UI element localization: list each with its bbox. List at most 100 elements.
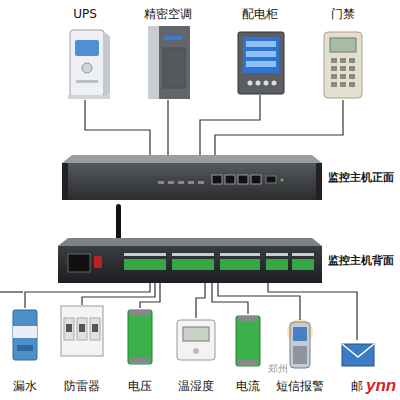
host-back-unit-part — [220, 259, 260, 270]
host-front-unit-part — [168, 181, 174, 184]
unit-label: 监控主机背面 — [328, 253, 394, 269]
sensor-box: 电压 — [123, 308, 157, 394]
host-front-unit-part — [212, 175, 222, 184]
host-back-unit-part — [172, 259, 214, 270]
power-meter-icon-part — [246, 61, 276, 67]
access-keypad-icon-part — [331, 82, 337, 87]
host-back-unit-part — [124, 259, 166, 270]
surge-protector-icon-part — [61, 306, 103, 356]
voltage-module-icon-part — [130, 310, 150, 316]
ups-icon-part — [82, 63, 92, 73]
host-front-unit-part — [281, 179, 284, 182]
host-back-unit-part — [220, 253, 260, 256]
device-label: UPS — [60, 6, 110, 22]
surge-protector-icon-part — [79, 324, 85, 332]
host-back-unit-part — [124, 253, 166, 256]
access-keypad-icon-part — [349, 74, 355, 79]
email-icon-part — [342, 344, 374, 357]
air-conditioner-icon-part — [148, 26, 190, 99]
phone-icon-part — [293, 327, 307, 341]
access-keypad-icon-part — [331, 74, 337, 79]
access-keypad-icon-part — [349, 58, 355, 63]
host-front-unit-part — [62, 163, 322, 200]
watermark: 郑州 — [268, 362, 288, 375]
host-back-unit-part — [58, 246, 322, 283]
email-icon — [342, 344, 374, 366]
device-label: 门禁 — [318, 6, 368, 22]
device-label: 防雷器 — [58, 378, 106, 394]
power-meter-icon-part — [248, 81, 253, 86]
voltage-module-icon — [128, 310, 152, 364]
ups-icon — [68, 30, 110, 99]
host-back-unit-part — [58, 238, 322, 246]
power-meter-icon-part — [256, 81, 261, 86]
host-back-unit — [58, 204, 322, 283]
connector-wire — [140, 283, 160, 308]
host-front-unit-part — [198, 181, 204, 184]
power-meter-icon-part — [238, 32, 284, 94]
humidity-sensor-icon-part — [183, 327, 209, 341]
leak-sensor-icon — [13, 310, 37, 360]
sensor-box: 电流 — [232, 314, 264, 394]
power-meter-icon-part — [243, 37, 279, 73]
access-keypad-icon-part — [330, 38, 356, 52]
power-meter-icon-part — [264, 81, 269, 86]
current-module-icon-part — [238, 316, 258, 322]
access-keypad-icon-part — [340, 74, 346, 79]
current-module-icon-part — [238, 360, 258, 366]
device-box: UPS — [60, 6, 110, 100]
air-conditioner-icon-part — [148, 26, 159, 99]
device-label: 温湿度 — [174, 378, 218, 394]
host-back-unit-part — [292, 259, 314, 270]
host-front-unit — [62, 155, 322, 200]
air-conditioner-icon-part — [163, 48, 185, 88]
power-meter-icon-part — [246, 41, 276, 47]
host-back-unit-part — [68, 254, 90, 272]
host-front-unit-part — [225, 175, 235, 184]
host-front-unit-part — [251, 175, 261, 184]
device-label: 短信报警 — [273, 378, 327, 394]
ups-icon-part — [76, 80, 98, 83]
access-keypad-icon-part — [340, 66, 346, 71]
connector-wire — [25, 283, 150, 308]
voltage-module-icon-part — [130, 358, 150, 364]
connector-wire — [218, 283, 300, 320]
device-box: 精密空调 — [141, 6, 195, 100]
surge-protector-icon-part — [90, 318, 100, 340]
device-box: 配电柜 — [233, 6, 287, 95]
access-keypad-icon-part — [331, 66, 337, 71]
access-keypad-icon-part — [349, 82, 355, 87]
leak-sensor-icon-part — [13, 326, 37, 338]
phone-icon-part — [290, 322, 310, 368]
access-keypad-icon — [324, 32, 362, 98]
leak-sensor-icon-part — [17, 345, 33, 351]
host-front-unit-part — [266, 176, 276, 183]
surge-protector-icon-part — [64, 318, 74, 340]
air-conditioner-icon — [148, 26, 190, 99]
connector-wire — [268, 283, 357, 340]
connector-wire — [85, 100, 150, 155]
host-front-unit-part — [316, 163, 322, 200]
phone-icon-part — [293, 346, 307, 364]
humidity-sensor-icon — [177, 320, 215, 360]
access-keypad-icon-part — [331, 58, 337, 63]
phone-icon — [287, 319, 313, 368]
host-front-unit-part — [158, 181, 164, 184]
watermark: ynn — [366, 376, 396, 396]
host-front-unit-part — [178, 181, 184, 184]
power-meter-icon-part — [246, 51, 276, 57]
connector-wire — [200, 95, 260, 155]
access-keypad-icon-part — [340, 58, 346, 63]
voltage-module-icon-part — [128, 310, 152, 364]
power-meter-icon-part — [272, 81, 277, 86]
host-back-unit-part — [172, 253, 214, 256]
current-module-icon-part — [236, 316, 260, 366]
surge-protector-icon — [61, 306, 103, 356]
host-back-unit-part — [266, 259, 288, 270]
ups-icon-part — [70, 30, 104, 96]
surge-protector-icon-part — [77, 318, 87, 340]
sensor-box: 防雷器 — [58, 305, 106, 394]
